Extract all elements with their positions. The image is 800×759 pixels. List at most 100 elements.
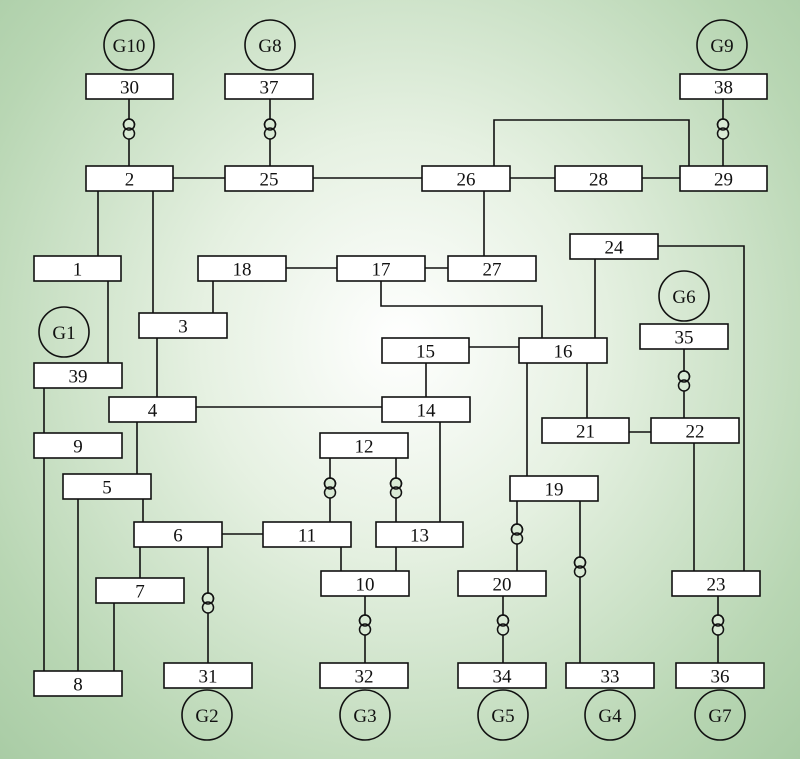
bus-label-2: 2 <box>125 170 135 191</box>
bus-label-24: 24 <box>605 238 625 259</box>
bus-label-8: 8 <box>73 675 83 696</box>
bus-11: 11 <box>262 521 352 548</box>
bus-label-36: 36 <box>711 667 730 688</box>
generator-g7: G7 <box>694 689 746 741</box>
generator-label-g7: G7 <box>708 706 731 727</box>
bus-label-3: 3 <box>178 317 188 338</box>
line-23-24 <box>658 245 745 571</box>
bus-15: 15 <box>381 337 470 364</box>
bus-21: 21 <box>541 417 630 444</box>
bus-label-28: 28 <box>589 170 608 191</box>
generator-g4: G4 <box>584 689 636 741</box>
bus-label-20: 20 <box>493 575 512 596</box>
bus-label-22: 22 <box>686 422 705 443</box>
bus-9: 9 <box>33 432 123 459</box>
bus-label-19: 19 <box>545 480 564 501</box>
bus-label-9: 9 <box>73 437 83 458</box>
generator-g10: G10 <box>103 19 155 71</box>
generator-g6: G6 <box>658 270 710 322</box>
bus-label-11: 11 <box>298 526 316 547</box>
bus-label-7: 7 <box>135 582 145 603</box>
bus-30: 30 <box>85 73 174 100</box>
bus-label-38: 38 <box>714 78 733 99</box>
generator-g2: G2 <box>181 689 233 741</box>
bus-12: 12 <box>319 432 409 459</box>
transformer-19-33 <box>573 501 587 663</box>
transformer-12-11 <box>323 458 337 522</box>
transformer-22-35 <box>677 349 691 418</box>
bus-label-25: 25 <box>260 170 279 191</box>
generator-g8: G8 <box>244 19 296 71</box>
bus-label-34: 34 <box>493 667 513 688</box>
bus-label-39: 39 <box>69 367 88 388</box>
bus-28: 28 <box>554 165 643 192</box>
bus-24: 24 <box>569 233 659 260</box>
bus-label-26: 26 <box>457 170 476 191</box>
bus-17: 17 <box>336 255 426 282</box>
bus-39: 39 <box>33 362 123 389</box>
bus-label-30: 30 <box>120 78 139 99</box>
transformer-23-36 <box>711 596 725 663</box>
generator-g5: G5 <box>477 689 529 741</box>
generator-label-g5: G5 <box>491 706 514 727</box>
transformer-2-30 <box>122 99 136 166</box>
bus-18: 18 <box>197 255 287 282</box>
bus-2: 2 <box>85 165 174 192</box>
generator-label-g4: G4 <box>598 706 622 727</box>
bus-14: 14 <box>381 396 471 423</box>
bus-23: 23 <box>671 570 761 597</box>
bus-label-13: 13 <box>410 526 429 547</box>
transformer-12-13 <box>389 458 403 522</box>
line-16-17 <box>380 281 543 338</box>
bus-label-31: 31 <box>199 667 218 688</box>
bus-13: 13 <box>375 521 464 548</box>
bus-1: 1 <box>33 255 122 282</box>
bus-label-21: 21 <box>576 422 595 443</box>
bus-label-4: 4 <box>148 401 158 422</box>
bus-6: 6 <box>133 521 223 548</box>
transformer-10-32 <box>358 596 372 663</box>
bus-32: 32 <box>319 662 409 689</box>
bus-25: 25 <box>224 165 314 192</box>
transformer-29-38 <box>716 99 730 166</box>
bus-10: 10 <box>320 570 410 597</box>
bus-33: 33 <box>565 662 655 689</box>
generator-label-g3: G3 <box>353 706 376 727</box>
transformer-20-34 <box>496 596 510 663</box>
bus-label-16: 16 <box>554 342 573 363</box>
bus-5: 5 <box>62 473 152 500</box>
bus-label-18: 18 <box>233 260 252 281</box>
generator-label-g8: G8 <box>258 36 281 57</box>
bus-label-35: 35 <box>675 328 694 349</box>
bus-label-37: 37 <box>260 78 279 99</box>
generator-label-g6: G6 <box>672 287 695 308</box>
bus-7: 7 <box>95 577 185 604</box>
transformer-layer <box>122 99 730 663</box>
bus-16: 16 <box>518 337 608 364</box>
bus-27: 27 <box>447 255 537 282</box>
bus-29: 29 <box>679 165 768 192</box>
bus-label-5: 5 <box>102 478 112 499</box>
line-layer <box>43 119 745 671</box>
bus-label-29: 29 <box>714 170 733 191</box>
bus-37: 37 <box>224 73 314 100</box>
bus-label-1: 1 <box>73 260 83 281</box>
bus-31: 31 <box>163 662 253 689</box>
bus-8: 8 <box>33 670 123 697</box>
transformer-19-20 <box>510 501 524 571</box>
bus-label-23: 23 <box>707 575 726 596</box>
bus-label-14: 14 <box>417 401 437 422</box>
bus-label-33: 33 <box>601 667 620 688</box>
bus-22: 22 <box>650 417 740 444</box>
bus-38: 38 <box>679 73 768 100</box>
bus-label-27: 27 <box>483 260 502 281</box>
generator-label-g10: G10 <box>113 36 146 57</box>
bus-label-15: 15 <box>416 342 435 363</box>
bus-label-12: 12 <box>355 437 374 458</box>
bus-3: 3 <box>138 312 228 339</box>
generator-g1: G1 <box>38 306 90 358</box>
transformer-25-37 <box>263 99 277 166</box>
